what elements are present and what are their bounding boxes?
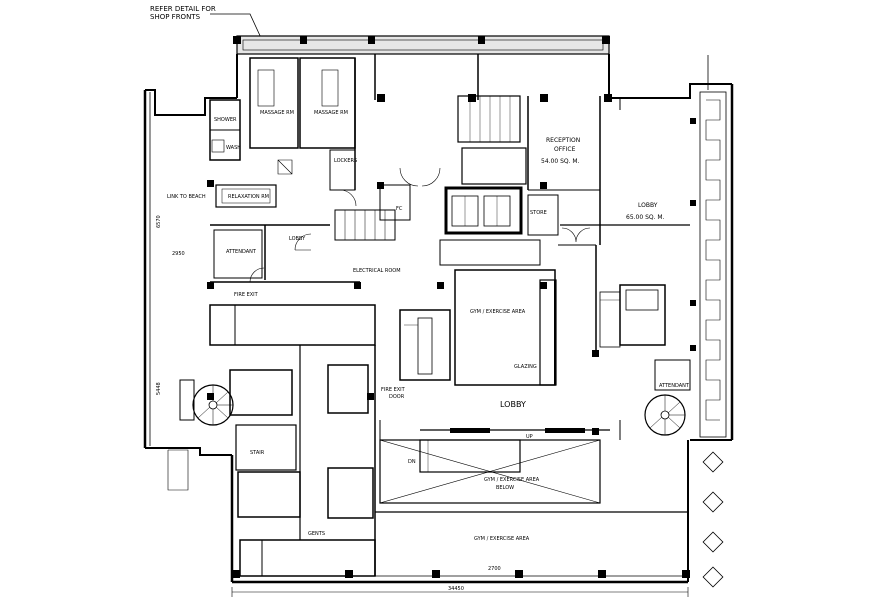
label-electrical-room: ELECTRICAL ROOM — [353, 268, 401, 274]
room-labels: SHOWER WASH MASSAGE RM MASSAGE RM LOCKER… — [167, 110, 690, 542]
label-attendant-right: ATTENDANT — [659, 383, 690, 389]
label-gym-upper: GYM / EXERCISE AREA — [470, 309, 526, 315]
note-line-2: SHOP FRONTS — [150, 13, 201, 21]
label-up: UP — [526, 434, 533, 440]
label-massage-rm-2: MASSAGE RM — [314, 110, 348, 116]
outdoor-tables — [702, 451, 724, 588]
label-gym-below-2: BELOW — [496, 485, 514, 491]
gym-upper — [454, 269, 557, 386]
lobby-center — [375, 420, 688, 513]
spiral-stair-right — [644, 359, 691, 436]
stair-upper-left — [334, 184, 411, 241]
label-reception: RECEPTION — [546, 137, 580, 144]
label-relaxation-rm: RELAXATION RM — [228, 194, 269, 200]
label-fire-exit-door-1: FIRE EXIT — [381, 387, 406, 393]
label-link-to-beach: LINK TO BEACH — [167, 194, 206, 200]
stair-right — [599, 284, 666, 348]
label-fc: FC — [396, 206, 403, 212]
label-fire-exit-door-2: DOOR — [389, 394, 405, 400]
label-stair: STAIR — [250, 450, 265, 456]
toilet-block — [209, 304, 376, 577]
central-core — [374, 54, 559, 266]
spa-wing — [209, 57, 360, 283]
dim-2700: 2700 — [488, 566, 501, 572]
dimension-lines: 34450 5448 2950 6570 2700 — [156, 215, 689, 597]
label-lockers: LOCKERS — [334, 158, 357, 164]
dim-6570: 6570 — [156, 215, 162, 228]
dim-5448: 5448 — [156, 382, 162, 395]
label-gym-lower: GYM / EXERCISE AREA — [474, 536, 530, 542]
label-lobby-left: LOBBY — [289, 236, 306, 242]
dim-total-width: 34450 — [448, 586, 464, 592]
label-attendant-left: ATTENDANT — [226, 249, 257, 255]
spiral-stair-left — [167, 379, 234, 491]
label-fire-exit-left: FIRE EXIT — [234, 292, 259, 298]
reception-wing — [527, 96, 690, 350]
label-gym-below-1: GYM / EXERCISE AREA — [484, 477, 540, 483]
shop-front-note: REFER DETAIL FOR SHOP FRONTS — [150, 5, 263, 41]
structural-columns — [207, 36, 696, 578]
label-wash: WASH — [226, 145, 241, 151]
label-lobby-center: LOBBY — [500, 400, 526, 409]
label-lobby-right-area: 65.00 SQ. M. — [626, 214, 665, 221]
label-shower: SHOWER — [214, 117, 237, 123]
label-office: OFFICE — [554, 146, 576, 153]
stair-center — [399, 309, 451, 381]
label-store: STORE — [530, 210, 547, 216]
label-massage-rm-1: MASSAGE RM — [260, 110, 294, 116]
label-glazing: GLAZING — [514, 364, 537, 370]
dim-2950: 2950 — [172, 251, 185, 257]
note-line-1: REFER DETAIL FOR — [150, 5, 216, 13]
label-lobby-right: LOBBY — [638, 202, 658, 209]
label-dn: DN — [408, 459, 416, 465]
label-gents: GENTS — [308, 531, 325, 537]
label-reception-area: 54.00 SQ. M. — [541, 158, 580, 165]
